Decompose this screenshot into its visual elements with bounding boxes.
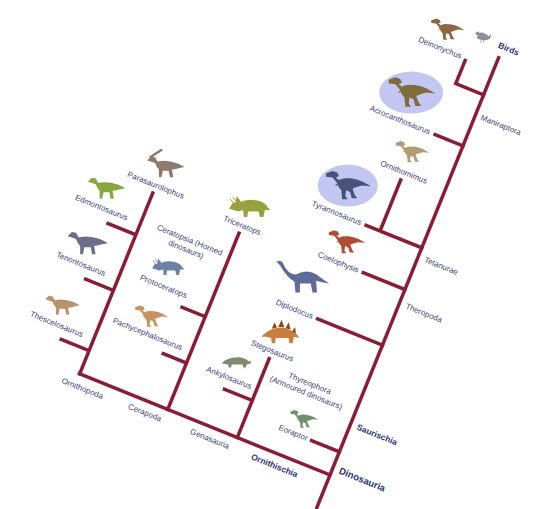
dinosaur-figure	[431, 19, 465, 40]
label-anchor: Eoraptor	[277, 423, 309, 443]
dinosaur-figure	[45, 296, 79, 315]
taxon-label: Ornithomimus	[379, 159, 429, 186]
dinosaur-figure	[379, 72, 443, 114]
dinosaur-figure	[261, 320, 299, 343]
dinosaur-figure	[88, 178, 125, 199]
dinosaur-figure	[389, 78, 436, 107]
clade-label: Saurischia	[355, 422, 399, 447]
dinosaur-figure	[277, 261, 329, 293]
branch-line	[52, 182, 153, 374]
branch-line	[209, 347, 269, 437]
label-anchor: Deinonychus	[417, 35, 463, 61]
dinosaur-figure	[68, 232, 108, 254]
label-anchor: Tetanurae	[423, 255, 460, 277]
label-anchor: Coelophysis	[316, 250, 360, 275]
dinosaur-figure	[277, 261, 329, 293]
label-anchor: Parasaurolophus	[126, 170, 186, 202]
dinosaur-figure	[152, 258, 184, 275]
clade-label: Ceratopsia (Horned dinosaurs)	[156, 223, 224, 260]
dinosaur-figure	[396, 141, 430, 162]
clade-label: Tetanurae	[423, 255, 459, 277]
dinosaur-figure	[222, 356, 251, 367]
clade-label: Dinosauria	[337, 465, 387, 494]
dinosaur-figure	[396, 141, 430, 162]
clade-label: Ornithischia	[250, 452, 300, 480]
label-anchor: Ornithomimus	[379, 159, 429, 187]
label-anchor: Ankylosaurus	[205, 365, 253, 392]
dinosaur-figure	[45, 296, 79, 315]
dinosaur-figure	[88, 178, 125, 199]
crest-mark	[150, 150, 161, 157]
dinosaur-figure	[326, 171, 371, 199]
taxon-label: Protoceratops	[139, 273, 189, 300]
trunk-line	[317, 58, 499, 508]
clade-label: Theropoda	[404, 302, 443, 325]
taxon-label: Eoraptor	[277, 423, 309, 443]
label-anchor: Dinosauria	[337, 465, 387, 494]
dinosaur-figure	[329, 230, 365, 253]
label-anchor: Birds	[497, 40, 521, 58]
taxon-label: Diplodocus	[274, 298, 314, 321]
dinosaur-figure	[291, 410, 319, 428]
label-anchor: Triceratops	[222, 214, 262, 238]
label-anchor: Maniraptora	[479, 113, 522, 138]
tree-lines	[39, 0, 499, 507]
dinosaur-figure	[261, 320, 299, 343]
dinosaur-figure	[147, 157, 184, 178]
label-anchor: Thyreophora (Armoured dinosaurs)	[265, 364, 350, 413]
taxon-label: Triceratops	[222, 214, 262, 237]
bird-figure	[475, 32, 491, 43]
dinosaur-figure	[431, 19, 465, 40]
dinosaur-figure	[147, 150, 184, 177]
label-anchor: Theropoda	[404, 302, 443, 325]
taxon-label: Birds	[497, 40, 521, 57]
dinosaur-figure	[318, 165, 378, 207]
taxon-label: Coelophysis	[316, 250, 360, 275]
dinosaur-figure	[229, 196, 270, 217]
taxon-label: Ankylosaurus	[205, 365, 253, 391]
taxon-label: Deinonychus	[417, 35, 463, 61]
dinosaur-figure	[135, 306, 169, 327]
dinosaur-figure	[229, 196, 270, 217]
taxon-label: Parasaurolophus	[126, 170, 185, 201]
label-anchor: Diplodocus	[274, 298, 314, 322]
highlight-ellipse	[379, 72, 443, 114]
highlight-ellipse	[318, 165, 378, 207]
label-anchor: Protoceratops	[138, 273, 188, 301]
label-anchor: Ornithischia	[250, 452, 300, 480]
clade-label: Maniraptora	[479, 113, 522, 137]
dinosaur-figure	[135, 306, 169, 327]
dinosaur-figure	[222, 356, 251, 367]
dinosaur-figure	[291, 410, 319, 428]
label-anchor: Saurischia	[355, 422, 399, 448]
dinosaur-figure	[68, 232, 108, 254]
dinosaur-figure	[152, 258, 184, 275]
bird-figure	[475, 32, 491, 43]
clade-label: Thyreophora (Armoured dinosaurs)	[269, 371, 344, 411]
dinosaur-figure	[329, 230, 365, 253]
